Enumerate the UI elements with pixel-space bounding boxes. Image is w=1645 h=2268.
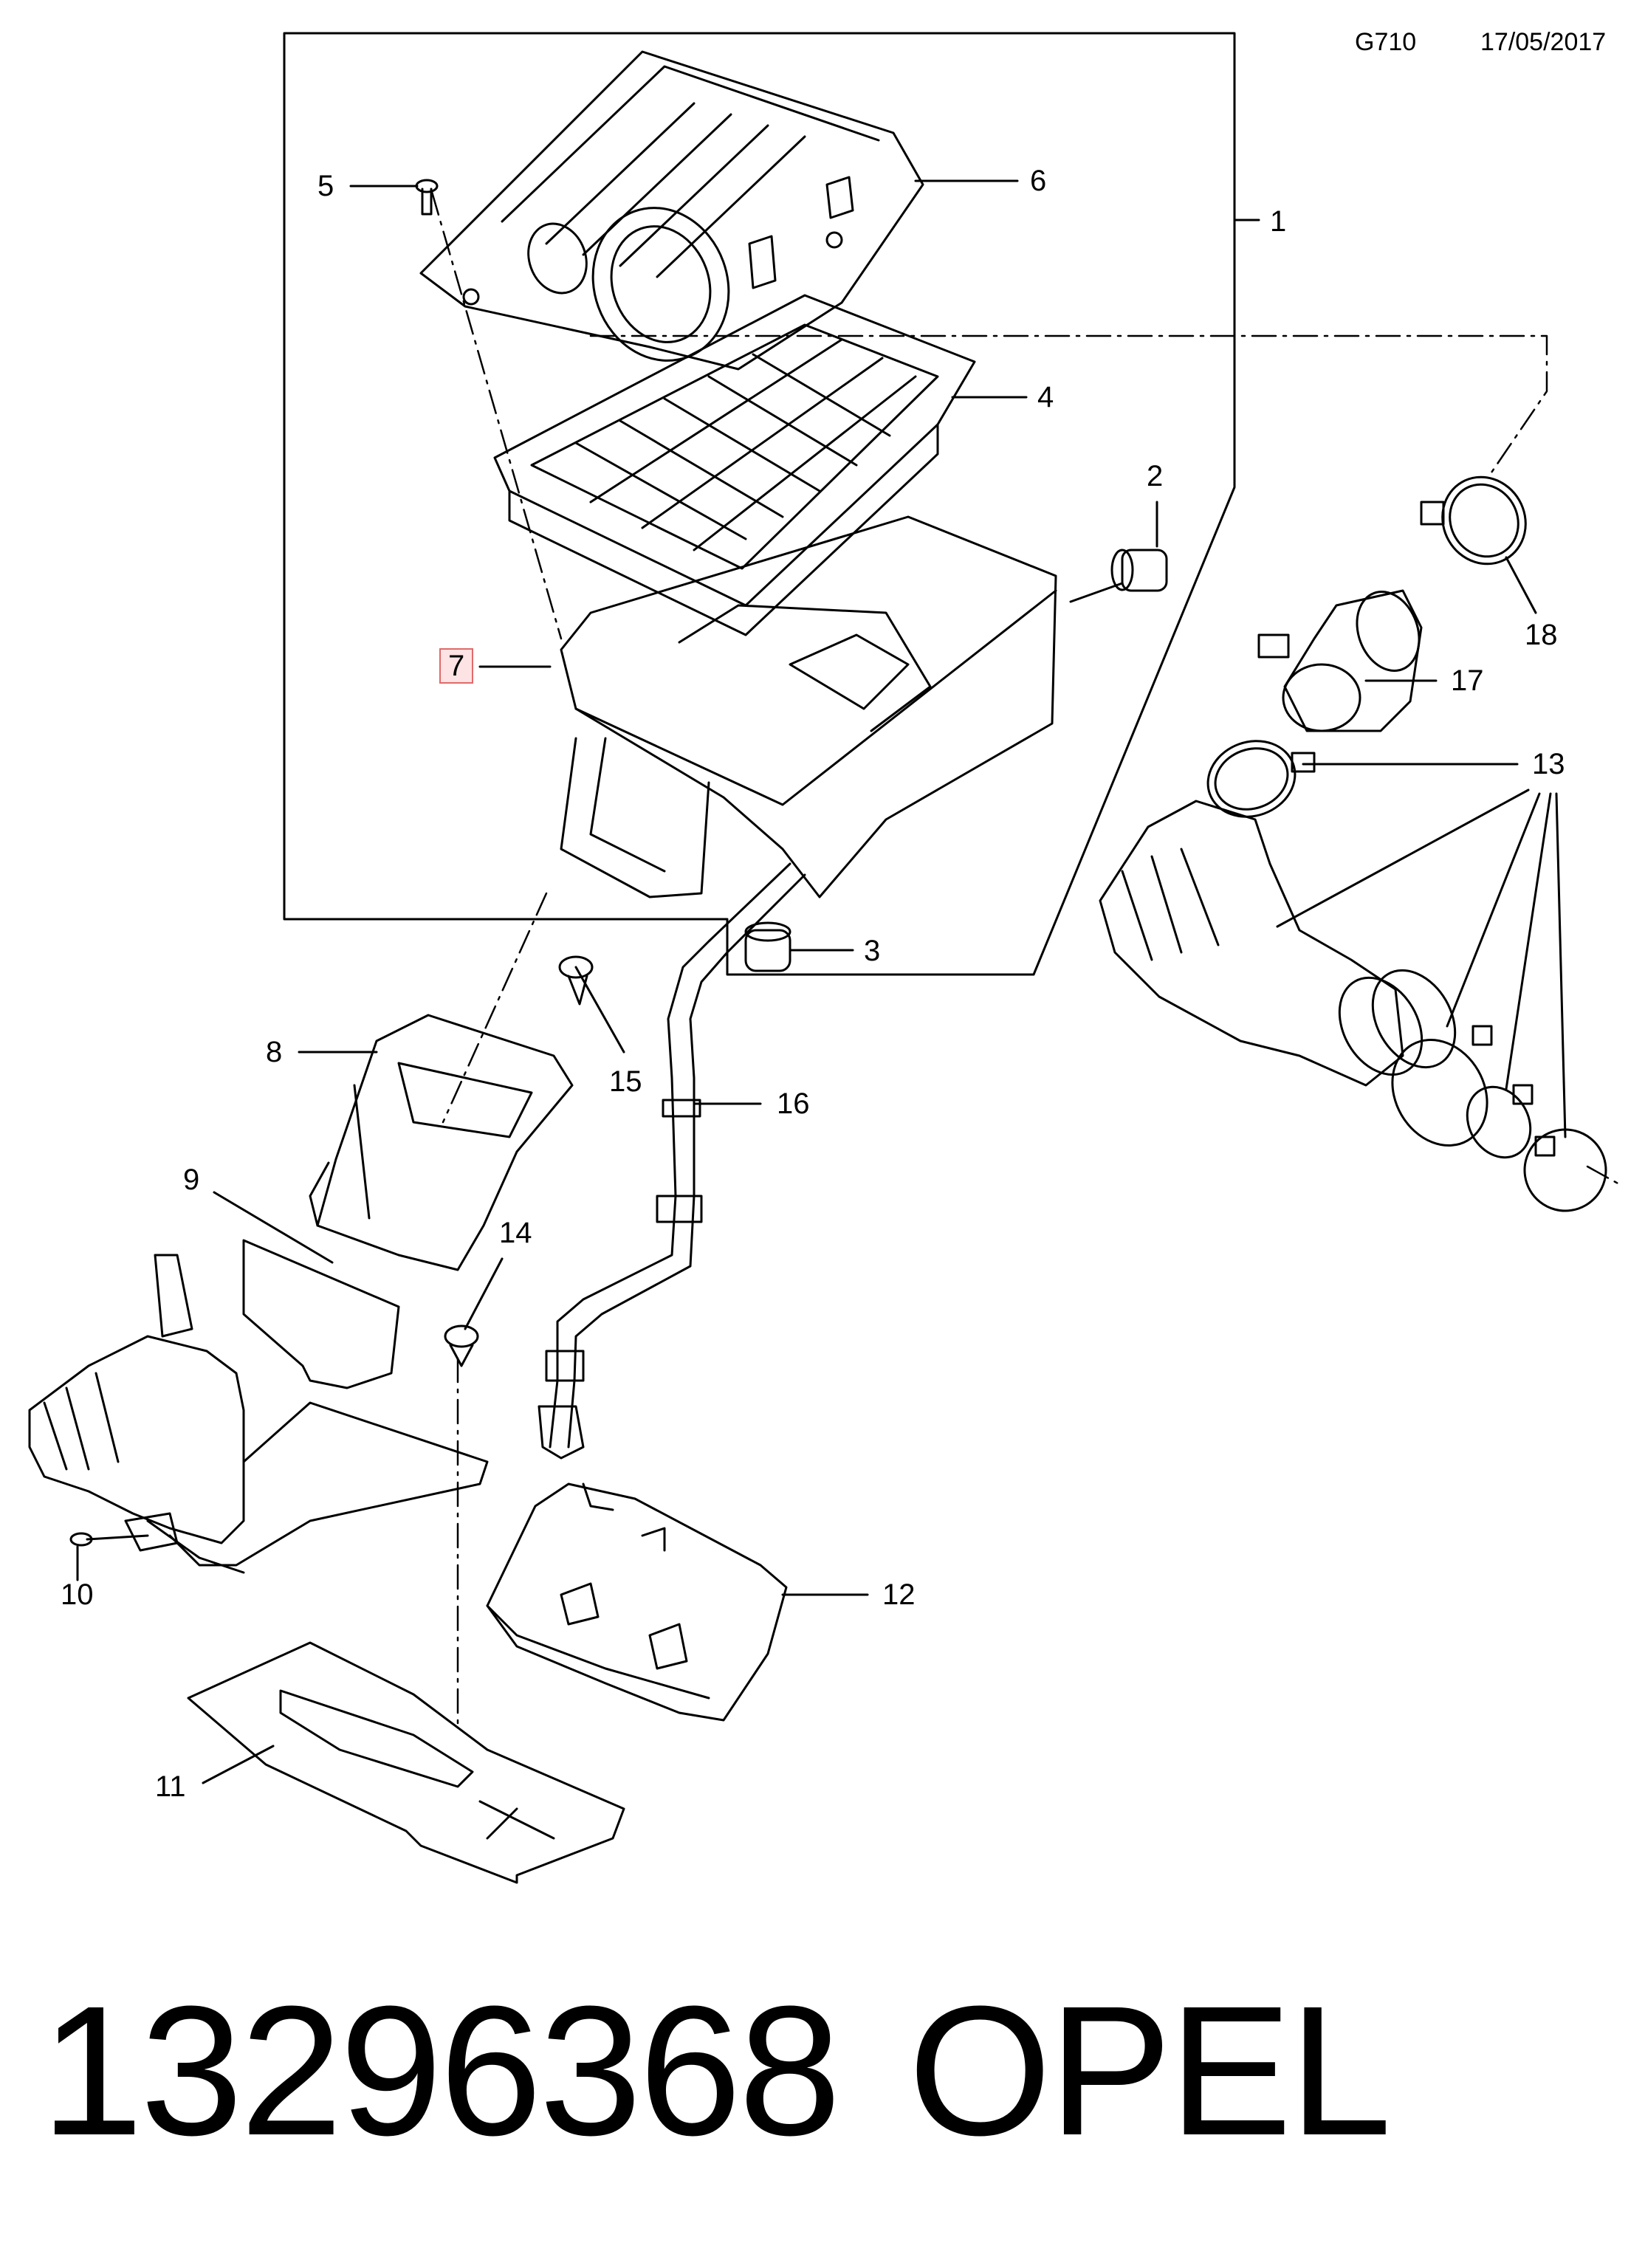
callout-14[interactable]: 14: [499, 1217, 532, 1249]
diagram-code: G710: [1355, 28, 1417, 56]
leader-15: [574, 966, 625, 1054]
air-mass-sensor-part-17: [1257, 589, 1423, 732]
callout-12[interactable]: 12: [882, 1578, 916, 1611]
clip-part-15: [558, 955, 594, 1006]
callout-13[interactable]: 13: [1532, 748, 1565, 780]
leader-13d: [1505, 792, 1552, 1090]
intake-snorkel-part-8: [309, 1014, 574, 1271]
clamps-and-hose-part-13: [1099, 740, 1607, 1212]
callout-4[interactable]: 4: [1037, 381, 1054, 413]
breather-hose-part-16: [538, 862, 806, 1460]
callout-8[interactable]: 8: [266, 1036, 283, 1068]
callout-2[interactable]: 2: [1147, 460, 1164, 492]
callout-6[interactable]: 6: [1030, 165, 1047, 197]
diagram-date: 17/05/2017: [1480, 28, 1607, 56]
leader-9: [213, 1191, 334, 1264]
housing-cover-part-6: [419, 50, 924, 371]
callout-10[interactable]: 10: [61, 1578, 94, 1611]
clamp-part-18: [1420, 475, 1527, 566]
callout-5[interactable]: 5: [317, 170, 334, 202]
callout-17[interactable]: 17: [1451, 664, 1484, 697]
grommet-part-2: [1069, 549, 1168, 603]
alignment-line-duct: [442, 892, 548, 1124]
callout-16[interactable]: 16: [777, 1087, 810, 1120]
assembly-frame: [283, 32, 1236, 976]
callout-7-highlighted[interactable]: 7: [439, 648, 474, 684]
leader-11: [202, 1745, 275, 1784]
alignment-line-cover: [589, 334, 1548, 474]
push-clip-part-14: [444, 1324, 479, 1367]
bolt-part-5: [415, 179, 439, 216]
leader-13c: [1446, 792, 1541, 1028]
leader-18: [1505, 556, 1537, 614]
alignment-line-bolt: [430, 190, 563, 640]
brand-name: OPEL: [908, 1968, 1392, 2174]
underbody-panel-part-11: [187, 1641, 625, 1884]
callout-11[interactable]: 11: [155, 1770, 186, 1803]
callout-15[interactable]: 15: [609, 1065, 642, 1098]
leader-14: [464, 1257, 504, 1330]
callout-1[interactable]: 1: [1270, 205, 1287, 238]
leader-13b: [1276, 788, 1530, 928]
part-number: 13296368: [41, 1968, 841, 2174]
alignment-line-hose: [1586, 1165, 1622, 1186]
lower-intake-duct-part-9: [28, 1239, 489, 1574]
lower-housing-part-7: [560, 515, 1057, 898]
screw-part-10: [69, 1512, 179, 1552]
callout-9[interactable]: 9: [183, 1164, 200, 1196]
grommet-part-3: [744, 921, 791, 972]
heat-shield-part-12: [486, 1482, 788, 1722]
leader-13e: [1555, 792, 1567, 1138]
callout-3[interactable]: 3: [864, 935, 881, 967]
filter-element-part-4: [493, 294, 976, 636]
callout-18[interactable]: 18: [1525, 619, 1558, 651]
